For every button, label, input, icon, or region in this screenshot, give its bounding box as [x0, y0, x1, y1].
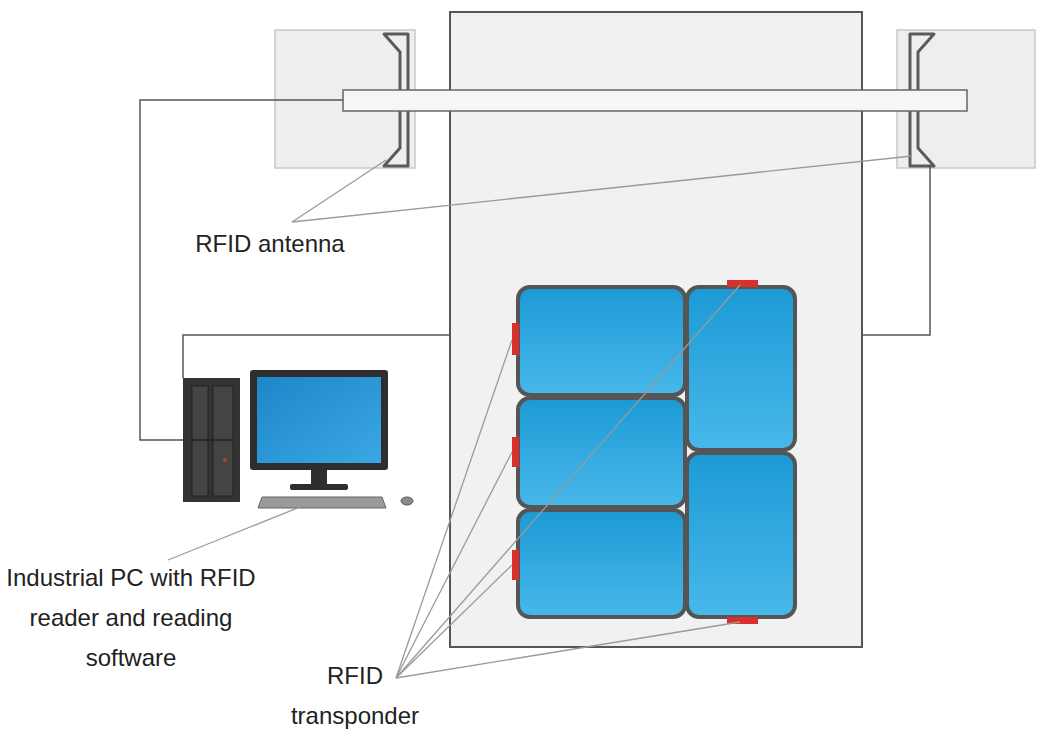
- pc-tower: [183, 378, 240, 502]
- monitor-stand: [311, 470, 327, 484]
- battery-cell: [518, 287, 795, 617]
- callout-label: RFID transponder: [285, 656, 425, 736]
- monitor-stand: [290, 484, 348, 490]
- monitor: [250, 370, 388, 470]
- antenna-bar: [343, 90, 967, 111]
- mouse: [401, 497, 413, 505]
- pc-tower: [192, 386, 208, 496]
- callout-label: Industrial PC with RFID reader and readi…: [0, 558, 262, 678]
- monitor-screen: [257, 377, 381, 463]
- pc-tower: [213, 386, 233, 496]
- keyboard: [258, 497, 386, 508]
- rfid-transponder: [512, 280, 758, 624]
- callout-label: RFID antenna: [150, 224, 390, 264]
